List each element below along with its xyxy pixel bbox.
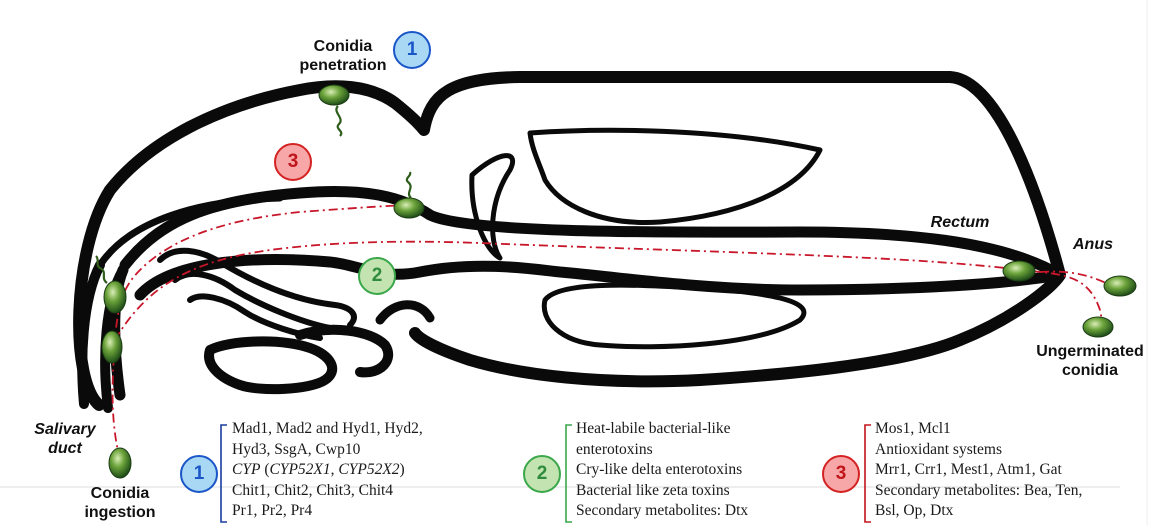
ungerminated-conidia-label: Ungerminated conidia	[1030, 342, 1150, 380]
legend1-line: CYP (CYP52X1, CYP52X2)	[232, 460, 423, 481]
conidia-ingestion-label: Conidia ingestion	[70, 484, 170, 522]
legend3-number: 3	[822, 455, 860, 493]
marker-2-gut: 2	[358, 257, 396, 295]
legend2-text: Heat-labile bacterial-like	[576, 420, 730, 437]
legend2-line: Secondary metabolites: Dtx	[576, 501, 748, 522]
legend3-text: Mrr1, Crr1, Mest1, Atm1, Gat	[875, 461, 1062, 478]
legend3-text: Secondary metabolites: Bea, Ten,	[875, 482, 1082, 499]
legend1-number: 1	[180, 455, 218, 493]
legend3-bracket	[865, 425, 871, 522]
legend2-text: Bacterial like zeta toxins	[576, 482, 730, 499]
legend1-bracket	[221, 425, 227, 522]
legend2-text: enterotoxins	[576, 441, 653, 458]
legend3-line: Mrr1, Crr1, Mest1, Atm1, Gat	[875, 460, 1082, 481]
legend3-line: Secondary metabolites: Bea, Ten,	[875, 481, 1082, 502]
legend2-text: Cry-like delta enterotoxins	[576, 461, 742, 478]
legend2-text: Secondary metabolites: Dtx	[576, 502, 748, 519]
legend1-line: Mad1, Mad2 and Hyd1, Hyd2,	[232, 419, 423, 440]
marker-1-penetration: 1	[393, 31, 431, 69]
legend1-text: )	[400, 461, 405, 478]
legend3-text: Mos1, Mcl1	[875, 420, 951, 437]
cuticle-outline	[79, 77, 1060, 408]
legend2-line: enterotoxins	[576, 440, 748, 461]
legend1-text: Mad1, Mad2 and Hyd1, Hyd2,	[232, 420, 423, 437]
legend1-text: CYP52X2	[338, 461, 399, 478]
legend1-line: Hyd3, SsgA, Cwp10	[232, 440, 423, 461]
legend1-text: CYP	[232, 461, 260, 478]
legend1-text: CYP52X1	[269, 461, 330, 478]
legend2-line: Heat-labile bacterial-like	[576, 419, 748, 440]
legend1-text: Chit1, Chit2, Chit3, Chit4	[232, 482, 393, 499]
legend3-text: Bsl, Op, Dtx	[875, 502, 953, 519]
rectum-label: Rectum	[925, 213, 995, 232]
legend1-line: Pr1, Pr2, Pr4	[232, 501, 423, 522]
legend1-text: Pr1, Pr2, Pr4	[232, 502, 312, 519]
anus-label: Anus	[1063, 235, 1123, 254]
salivary-duct-label: Salivary duct	[25, 420, 105, 458]
marker-3-hemolymph: 3	[274, 143, 312, 181]
legend3-line: Bsl, Op, Dtx	[875, 501, 1082, 522]
legend3-text: Antioxidant systems	[875, 441, 1002, 458]
legend1-line: Chit1, Chit2, Chit3, Chit4	[232, 481, 423, 502]
legend1-text: Hyd3, SsgA, Cwp10	[232, 441, 360, 458]
legend3-line: Mos1, Mcl1	[875, 419, 1082, 440]
legend2-number: 2	[523, 455, 561, 493]
legend1-list: Mad1, Mad2 and Hyd1, Hyd2, Hyd3, SsgA, Cw…	[232, 419, 423, 522]
legend3-line: Antioxidant systems	[875, 440, 1082, 461]
conidia-penetration-label: Conidia penetration	[288, 37, 398, 75]
legend2-line: Cry-like delta enterotoxins	[576, 460, 748, 481]
legend2-line: Bacterial like zeta toxins	[576, 481, 748, 502]
legend2-bracket	[566, 425, 572, 522]
